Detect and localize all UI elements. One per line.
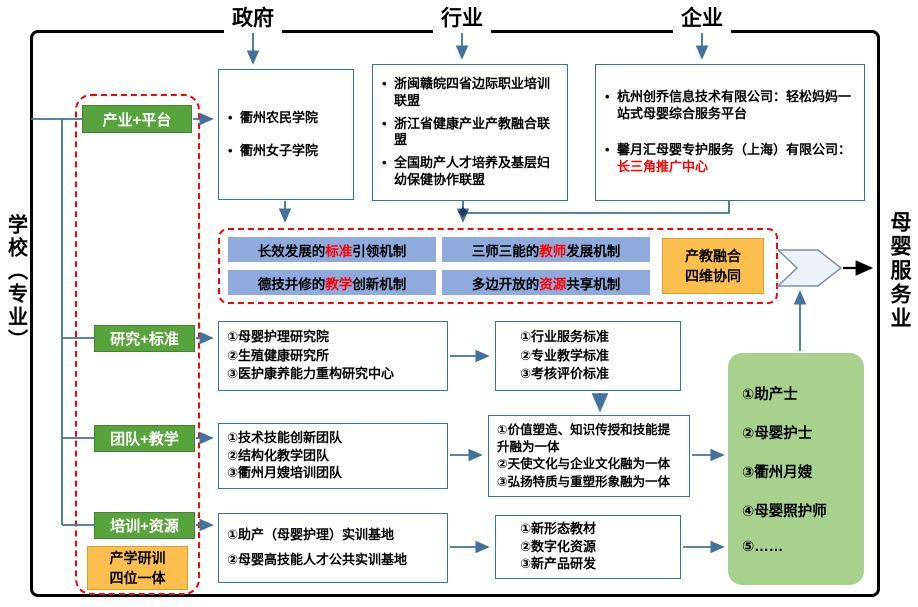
standards-box: ①行业服务标准 ②专业教学标准 ③考核评价标准: [495, 321, 681, 391]
list-item: ①助产士: [742, 387, 798, 403]
training-label: 培训+资源: [94, 512, 195, 539]
list-item: ②母婴高技能人才公共实训基地: [227, 552, 408, 568]
list-item: ②专业教学标准: [520, 347, 610, 363]
research-label: 研究+标准: [94, 325, 195, 352]
list-item: 衢州女子学院: [227, 143, 345, 160]
list-item: ③衢州月嫂: [742, 465, 813, 481]
four-in-one-line1: 产学研训: [109, 549, 166, 566]
resources-box: ①新形态教材 ②数字化资源 ③新产品研发: [495, 515, 681, 579]
list-item: ①新形态教材: [520, 521, 597, 537]
enterprise-partner-box: 杭州创乔信息技术有限公司：轻松妈妈一站式母婴综合服务平台 馨月汇母婴专护服务（上…: [595, 64, 865, 201]
list-item: ①行业服务标准: [520, 328, 610, 344]
list-item: 浙江省健康产业产教融合联盟: [381, 116, 559, 150]
team-label: 团队+教学: [94, 425, 195, 452]
team-box: ①技术技能创新团队 ②结构化教学团队 ③衢州月嫂培训团队: [218, 423, 448, 489]
platform-label: 产业+平台: [82, 105, 192, 133]
mechanism-text: 引领机制: [352, 243, 407, 259]
label-industry: 行业: [433, 4, 491, 34]
mechanism-text: 发展机制: [566, 243, 621, 259]
list-item: ④母婴照护师: [742, 504, 827, 520]
list-item: ①价值塑造、知识传授和技能提升融为一体: [497, 423, 671, 454]
four-dimension-line2: 四维协同: [685, 268, 741, 284]
four-dimension-line1: 产教融合: [685, 247, 741, 264]
list-item: 馨月汇母婴专护服务（上海）有限公司：长三角推广中心: [604, 142, 856, 176]
list-item: ③考核评价标准: [520, 366, 610, 382]
label-government: 政府: [224, 4, 282, 34]
list-item: 杭州创乔信息技术有限公司：轻松妈妈一站式母婴综合服务平台: [604, 89, 856, 123]
mechanism-box-standard: 长效发展的标准引领机制: [228, 237, 436, 262]
mechanism-text: 创新机制: [352, 276, 407, 292]
list-item: ②母婴护士: [742, 426, 813, 442]
list-item: 衢州农民学院: [227, 110, 345, 127]
four-in-one-badge: 产学研训 四位一体: [87, 546, 188, 590]
list-item: ①助产（母婴护理）实训基地: [227, 527, 395, 543]
list-item: ①技术技能创新团队: [227, 429, 343, 445]
enterprise-item-highlight: 长三角推广中心: [617, 158, 709, 174]
list-item: ②生殖健康研究所: [227, 347, 330, 363]
label-school-vertical: 学校（专业）: [4, 213, 27, 352]
list-item: ⑤……: [742, 539, 784, 555]
list-item: ③新产品研发: [520, 555, 597, 571]
list-item: 浙闽赣皖四省边际职业培训联盟: [381, 76, 559, 110]
list-item: ②天使文化与企业文化融为一体: [497, 457, 671, 471]
mechanism-box-teaching: 德技并修的教学创新机制: [228, 270, 436, 295]
mechanism-highlight: 教学: [325, 276, 353, 292]
mechanism-text: 长效发展的: [257, 243, 326, 259]
mechanism-box-resource: 多边开放的资源共享机制: [442, 270, 650, 295]
mechanism-text: 多边开放的: [471, 276, 540, 292]
government-college-box: 衢州农民学院 衢州女子学院: [218, 69, 354, 200]
list-item: ③医护康养能力重构研究中心: [227, 366, 395, 382]
four-dimension-badge: 产教融合 四维协同: [662, 238, 764, 294]
mechanism-highlight: 标准: [325, 243, 353, 259]
culture-integration-box: ①价值塑造、知识传授和技能提升融为一体 ②天使文化与企业文化融为一体 ③弘扬特质…: [488, 415, 690, 497]
mechanism-highlight: 资源: [539, 276, 567, 292]
training-bases-box: ①助产（母婴护理）实训基地 ②母婴高技能人才公共实训基地: [218, 513, 448, 583]
mechanism-text: 三师三能的: [471, 243, 540, 259]
list-item: ②结构化教学团队: [227, 447, 330, 463]
mechanism-text: 德技并修的: [257, 276, 326, 292]
research-institutes-box: ①母婴护理研究院 ②生殖健康研究所 ③医护康养能力重构研究中心: [218, 321, 448, 391]
four-in-one-line2: 四位一体: [109, 570, 166, 586]
enterprise-item-text: 馨月汇母婴专护服务（上海）有限公司：: [617, 142, 852, 158]
label-service-vertical: 母婴服务业: [888, 211, 911, 331]
list-item: 全国助产人才培养及基层妇幼保健协作联盟: [381, 155, 559, 189]
list-item: ③弘扬特质与重塑形象融为一体: [497, 474, 671, 489]
mechanism-highlight: 教师: [539, 243, 567, 259]
industry-alliance-box: 浙闽赣皖四省边际职业培训联盟 浙江省健康产业产教融合联盟 全国助产人才培养及基层…: [372, 64, 568, 201]
list-item: ②数字化资源: [520, 538, 597, 554]
outcomes-box: ①助产士 ②母婴护士 ③衢州月嫂 ④母婴照护师 ⑤……: [728, 353, 864, 585]
list-item: ①母婴护理研究院: [227, 328, 330, 344]
mechanism-text: 共享机制: [566, 276, 621, 292]
list-item: ③衢州月嫂培训团队: [227, 465, 343, 481]
mechanism-box-teacher: 三师三能的教师发展机制: [442, 237, 650, 262]
label-enterprise: 企业: [673, 4, 731, 34]
